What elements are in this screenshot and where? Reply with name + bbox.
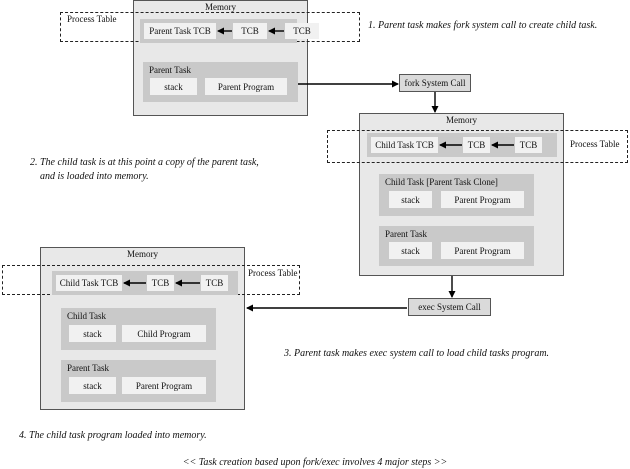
stack-cell: stack <box>389 242 432 259</box>
process-table-2 <box>327 130 628 163</box>
step-4-note: 4. The child task program loaded into me… <box>19 430 207 441</box>
tcb-1c: TCB <box>285 23 319 39</box>
step-3-note: 3. Parent task makes exec system call to… <box>284 348 550 359</box>
step-1-note: 1. Parent task makes fork system call to… <box>368 20 598 31</box>
step-2-note-line1: 2. The child task is at this point a cop… <box>30 157 259 168</box>
tcb-2b: TCB <box>463 137 490 153</box>
program-cell: Child Program <box>122 325 206 342</box>
step-2-note-line2: and is loaded into memory. <box>40 171 149 182</box>
program-cell: Parent Program <box>441 191 524 208</box>
program-cell: Parent Program <box>441 242 524 259</box>
parent-task-title: Parent Task <box>385 229 427 239</box>
stack-cell: stack <box>69 377 116 394</box>
program-cell: Parent Program <box>122 377 206 394</box>
memory-title: Memory <box>446 115 477 125</box>
fork-system-call: fork System Call <box>399 74 471 92</box>
process-table-label-2: Process Table <box>570 139 620 149</box>
process-table-label-1: Process Table <box>67 14 117 24</box>
exec-system-call: exec System Call <box>408 298 491 316</box>
memory-title: Memory <box>127 249 158 259</box>
stack-cell: stack <box>69 325 116 342</box>
tcb-3b: TCB <box>147 275 174 291</box>
tcb-child-task: Child Task TCB <box>371 137 438 153</box>
tcb-3c: TCB <box>201 275 228 291</box>
child-task-title: Child Task [Parent Task Clone] <box>385 177 498 187</box>
process-table-label-3: Process Table <box>248 268 298 278</box>
tcb-child-task: Child Task TCB <box>56 275 122 291</box>
tcb-parent-task: Parent Task TCB <box>144 23 216 39</box>
stack-cell: stack <box>389 191 432 208</box>
tcb-2c: TCB <box>515 137 542 153</box>
memory-title: Memory <box>205 2 236 12</box>
stack-cell: stack <box>150 78 197 95</box>
diagram-caption: << Task creation based upon fork/exec in… <box>182 457 448 468</box>
parent-task-title: Parent Task <box>67 363 109 373</box>
child-task-title: Child Task <box>67 311 106 321</box>
parent-task-title: Parent Task <box>149 65 191 75</box>
program-cell: Parent Program <box>205 78 287 95</box>
tcb-1b: TCB <box>233 23 267 39</box>
